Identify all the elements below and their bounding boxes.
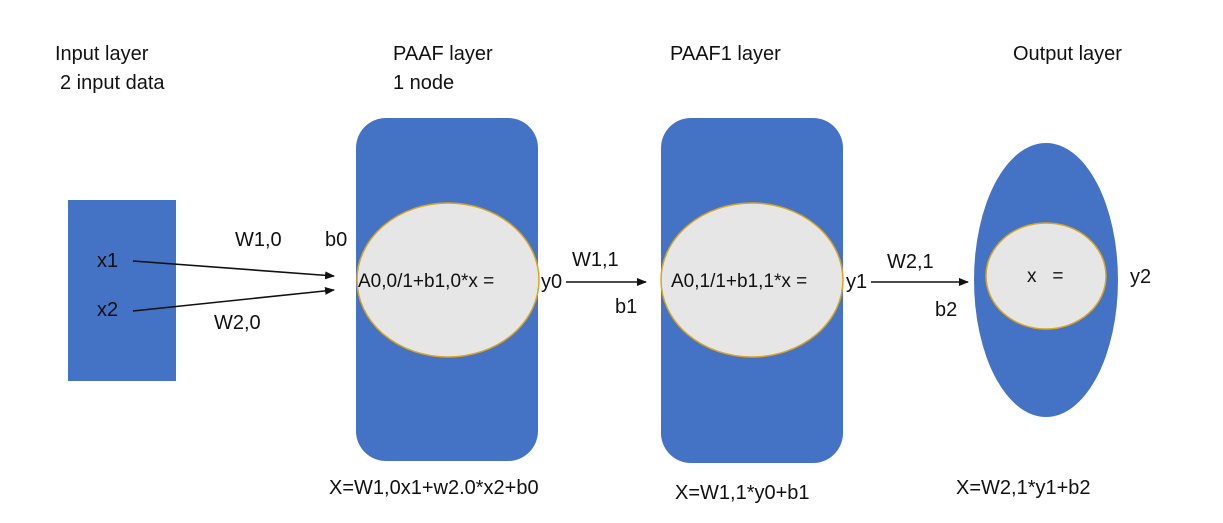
output-node-formula: x =	[1027, 266, 1064, 287]
paaf1-equation: X=W1,1*y0+b1	[675, 482, 810, 504]
input-x1: x1	[97, 250, 119, 272]
paaf1-node	[660, 202, 844, 358]
weight-w11: W1,1	[572, 249, 619, 271]
bias-b0: b0	[325, 229, 348, 251]
weight-w20: W2,0	[214, 312, 261, 334]
paaf-node-output-y0: y0	[541, 271, 563, 293]
input-block	[68, 200, 176, 381]
weight-w21: W2,1	[887, 251, 934, 273]
input-x2: x2	[97, 299, 119, 321]
paaf-equation: X=W1,0x1+w2.0*x2+b0	[329, 477, 539, 499]
arrow-x1-to-paaf	[132, 260, 335, 280]
paaf-node-formula: A0,0/1+b1,0*x =	[358, 271, 495, 292]
weight-w10: W1,0	[235, 229, 282, 251]
paaf1-node-output-y1: y1	[846, 271, 868, 293]
output-node-output-y2: y2	[1130, 266, 1152, 288]
input-layer-title: Input layer	[55, 43, 149, 65]
paaf-layer-title: PAAF layer	[393, 43, 493, 65]
output-node	[985, 222, 1107, 330]
paaf1-layer-title: PAAF1 layer	[670, 43, 781, 65]
arrow-x2-to-paaf	[132, 286, 335, 312]
paaf1-node-formula: A0,1/1+b1,1*x =	[671, 271, 808, 292]
paaf-layer-subtitle: 1 node	[393, 72, 455, 94]
output-layer-title: Output layer	[1013, 43, 1122, 65]
paaf-node	[356, 202, 540, 358]
bias-b1: b1	[615, 296, 638, 318]
bias-b2: b2	[935, 299, 958, 321]
output-equation: X=W2,1*y1+b2	[956, 477, 1091, 499]
input-layer-subtitle: 2 input data	[60, 72, 165, 94]
